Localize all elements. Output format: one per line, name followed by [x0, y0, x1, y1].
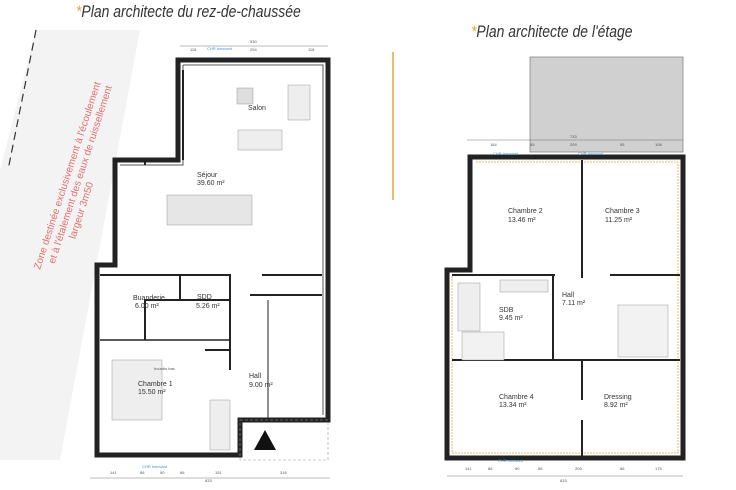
svg-text:530: 530 — [250, 39, 257, 44]
svg-text:209: 209 — [575, 466, 582, 471]
svg-text:294: 294 — [250, 47, 257, 52]
svg-text:Buanderie: Buanderie — [133, 295, 165, 302]
svg-text:141: 141 — [465, 466, 472, 471]
svg-text:SDD: SDD — [197, 294, 212, 301]
svg-text:85: 85 — [530, 142, 535, 147]
ground-floor-title: *Plan architecte du rez-de-chaussée — [76, 2, 301, 21]
ground-floor-rooms: Salon Séjour 39.60 m² Buanderie 6.00 m² … — [90, 39, 330, 483]
svg-text:CHR innovant: CHR innovant — [142, 464, 168, 469]
svg-text:209: 209 — [570, 142, 577, 147]
svg-text:CHR innovant: CHR innovant — [578, 151, 604, 156]
runoff-zone — [0, 30, 140, 460]
svg-text:733: 733 — [570, 134, 577, 139]
svg-text:Chambre 2: Chambre 2 — [508, 208, 543, 215]
svg-text:Chambre 1: Chambre 1 — [138, 381, 173, 388]
svg-text:118: 118 — [190, 47, 197, 52]
svg-text:15.50 m²: 15.50 m² — [138, 389, 166, 396]
svg-text:151: 151 — [215, 470, 222, 475]
svg-text:Chambre 4: Chambre 4 — [499, 394, 534, 401]
svg-text:13.34 m²: 13.34 m² — [499, 402, 527, 409]
upper-floor-rooms: Chambre 2 13.46 m² Chambre 3 11.25 m² SD… — [447, 134, 683, 483]
svg-text:833: 833 — [560, 478, 567, 483]
svg-text:11.25 m²: 11.25 m² — [605, 217, 633, 224]
svg-text:Hall: Hall — [562, 292, 575, 299]
svg-text:SDB: SDB — [499, 307, 514, 314]
svg-text:13.46 m²: 13.46 m² — [508, 217, 536, 224]
svg-text:86: 86 — [488, 466, 493, 471]
svg-text:7.11 m²: 7.11 m² — [562, 300, 586, 307]
svg-text:8.92 m²: 8.92 m² — [604, 402, 628, 409]
svg-text:5.26 m²: 5.26 m² — [196, 303, 220, 310]
svg-text:86: 86 — [140, 470, 145, 475]
svg-text:90: 90 — [515, 466, 520, 471]
upper-floor-title: *Plan architecte de l'étage — [471, 22, 633, 41]
svg-text:90: 90 — [160, 470, 165, 475]
svg-text:39.60 m²: 39.60 m² — [197, 180, 225, 187]
svg-text:Salon: Salon — [248, 105, 266, 112]
svg-text:CHR innovant: CHR innovant — [498, 458, 524, 463]
svg-text:141: 141 — [110, 470, 117, 475]
svg-text:Dressing: Dressing — [604, 394, 632, 401]
upper-floor-plan — [444, 154, 686, 461]
property-line — [7, 29, 37, 171]
svg-text:184: 184 — [490, 142, 497, 147]
svg-text:95: 95 — [620, 142, 625, 147]
svg-text:Chambre 3: Chambre 3 — [605, 208, 640, 215]
svg-text:9.00 m²: 9.00 m² — [249, 382, 273, 389]
svg-text:108: 108 — [655, 142, 662, 147]
svg-text:Séjour: Séjour — [197, 172, 218, 179]
svg-text:6.00 m²: 6.00 m² — [135, 303, 159, 310]
roof-area — [529, 56, 684, 153]
ground-floor-plan — [94, 57, 331, 461]
svg-text:175: 175 — [655, 466, 662, 471]
svg-text:86: 86 — [538, 466, 543, 471]
entrance-marker — [254, 430, 276, 450]
svg-text:316: 316 — [280, 470, 287, 475]
svg-text:86: 86 — [620, 466, 625, 471]
svg-text:86: 86 — [180, 470, 185, 475]
svg-text:833: 833 — [205, 478, 212, 483]
svg-text:9.45 m²: 9.45 m² — [499, 315, 523, 322]
svg-text:Hall: Hall — [249, 373, 262, 380]
svg-text:CHR innovant: CHR innovant — [207, 46, 233, 51]
svg-text:118: 118 — [308, 47, 315, 52]
svg-text:CHR innovant: CHR innovant — [493, 151, 519, 156]
svg-text:hourdis bas: hourdis bas — [154, 366, 175, 371]
